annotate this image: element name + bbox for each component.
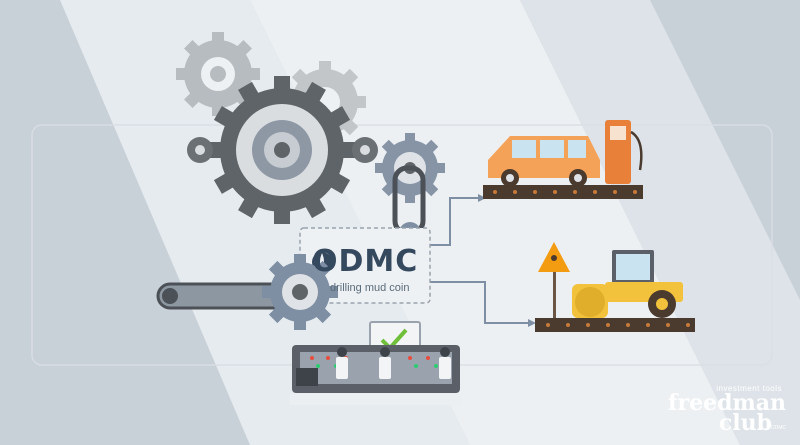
brand-club: club [718,410,772,436]
gear-icon [208,76,356,224]
odmc-logo-subtitle: drilling mud coin [330,282,410,294]
fuel-pump-icon [605,120,643,184]
control-station [290,321,462,405]
gear-cluster [176,32,445,244]
worker-icon [336,347,451,379]
brand-mini-logo: ODMC [770,425,786,431]
gear-icon [187,137,213,163]
flow-arrows [420,194,536,327]
brand-watermark: investment tools freedman club ODMC [666,384,786,436]
road-work-sign-icon [538,242,570,318]
road-roller-icon [535,250,695,332]
car-icon [483,136,643,199]
brand-tagline: investment tools [716,384,782,393]
odmc-logo-title: ODMC [312,244,419,279]
gear-icon [176,32,260,116]
gear-icon [352,137,378,163]
brand-name: freedman [668,390,786,416]
